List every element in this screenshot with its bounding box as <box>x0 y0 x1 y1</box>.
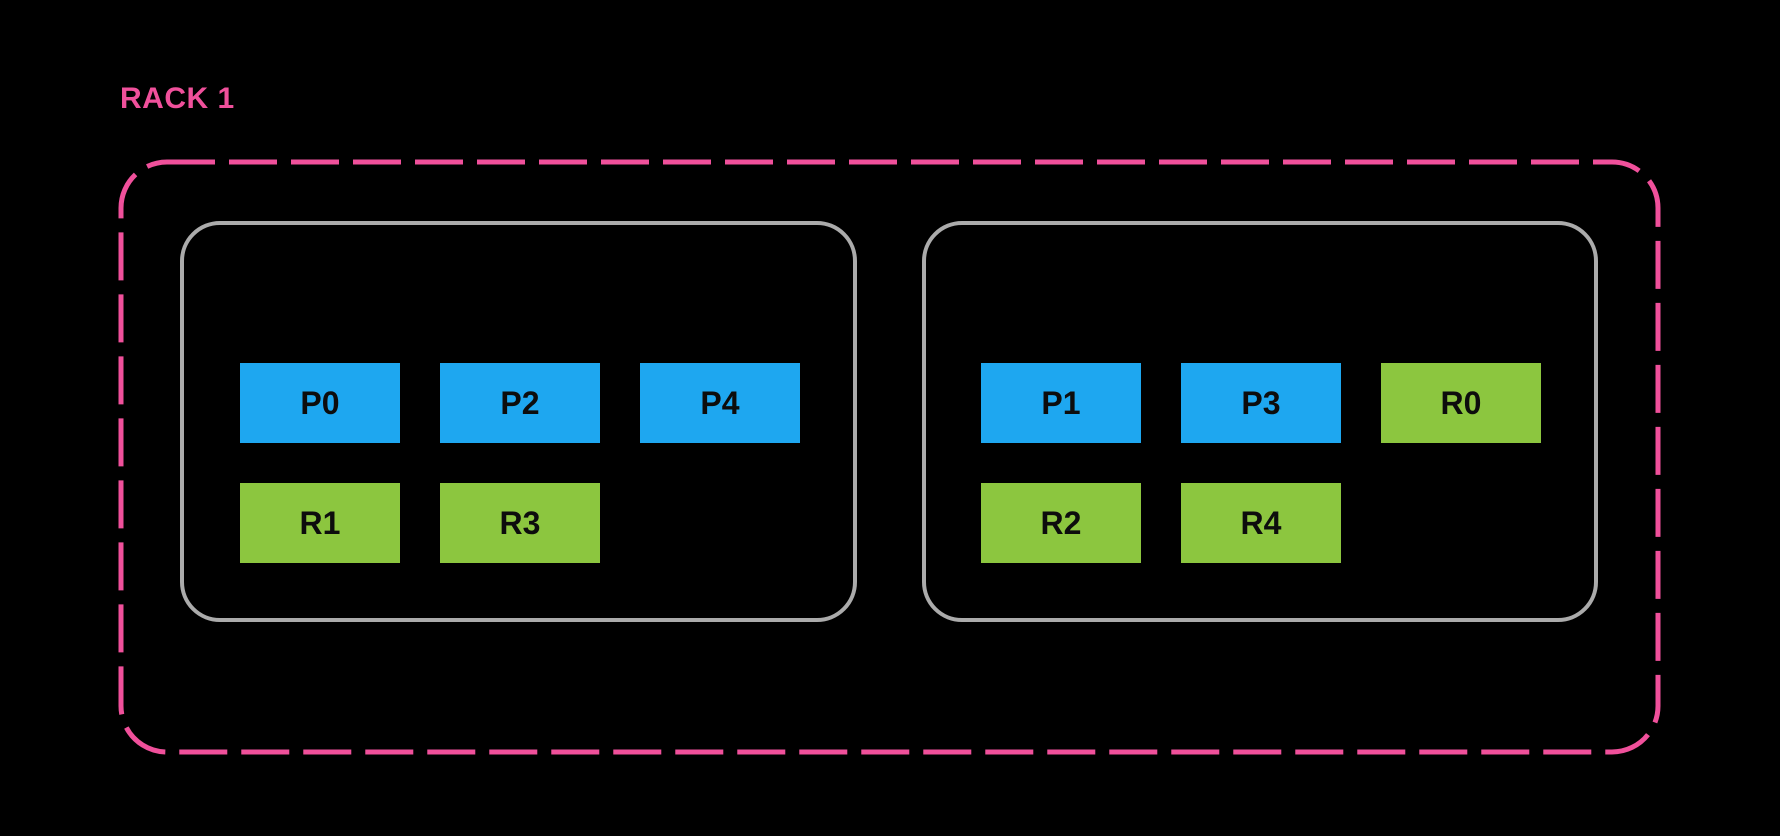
block-p0: P0 <box>240 363 400 443</box>
rack-title: RACK 1 <box>120 82 235 115</box>
block-p2: P2 <box>440 363 600 443</box>
block-p1: P1 <box>981 363 1141 443</box>
block-r4: R4 <box>1181 483 1341 563</box>
node-left-blocks: P0 P2 P4 R1 R3 <box>240 363 800 563</box>
block-p4: P4 <box>640 363 800 443</box>
block-r0: R0 <box>1381 363 1541 443</box>
block-r2: R2 <box>981 483 1141 563</box>
node-right-blocks: P1 P3 R0 R2 R4 <box>981 363 1541 563</box>
block-p3: P3 <box>1181 363 1341 443</box>
block-r3: R3 <box>440 483 600 563</box>
block-r1: R1 <box>240 483 400 563</box>
node-box-right: P1 P3 R0 R2 R4 <box>922 221 1598 622</box>
node-box-left: P0 P2 P4 R1 R3 <box>180 221 857 622</box>
